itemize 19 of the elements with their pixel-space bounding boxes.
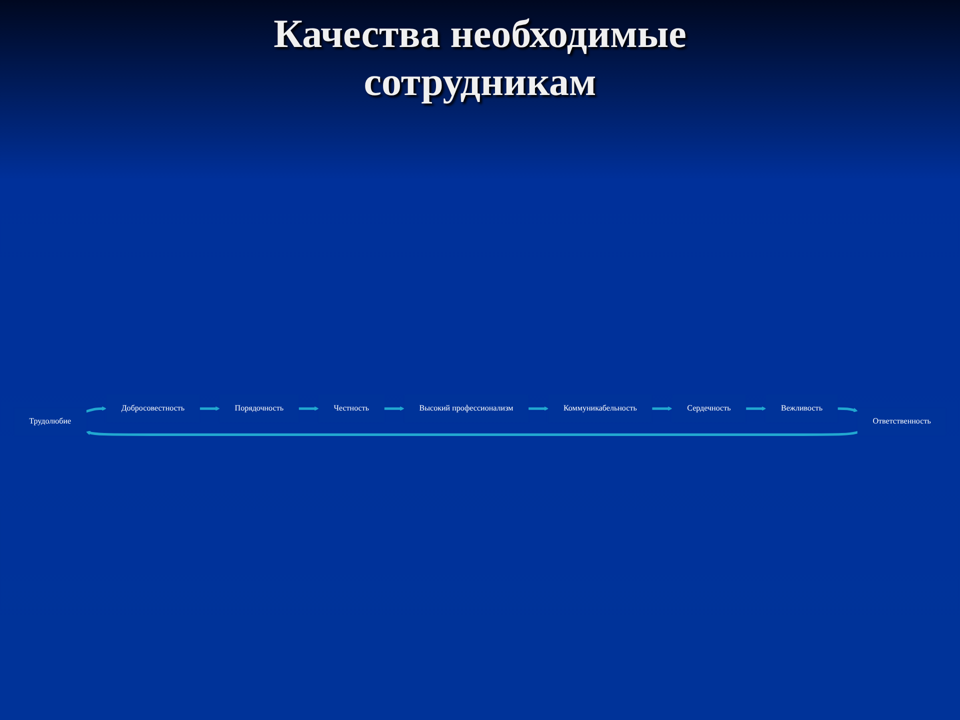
- node-text: Высокий профессионализм: [419, 404, 514, 412]
- node-text: Сердечность: [687, 404, 731, 412]
- slide-title: Качества необходимые сотрудникам: [272, 10, 688, 106]
- node-text: Честность: [334, 404, 370, 412]
- arrow: [746, 406, 766, 411]
- node-text: Трудолюбие: [29, 417, 72, 426]
- arrow: [384, 406, 404, 411]
- arrow: [298, 406, 319, 411]
- node-text: Порядочность: [234, 404, 284, 412]
- arrow: [200, 406, 220, 411]
- node-text: Коммуникабельность: [563, 404, 637, 412]
- node-text: Добросовестность: [121, 404, 185, 412]
- arrow: [528, 406, 549, 411]
- arrow: [652, 406, 672, 411]
- arrow: [838, 407, 858, 412]
- arrow: [86, 406, 106, 413]
- arrow: [86, 430, 858, 436]
- node-text: Вежливость: [781, 404, 822, 412]
- node-text: Ответственность: [872, 417, 931, 426]
